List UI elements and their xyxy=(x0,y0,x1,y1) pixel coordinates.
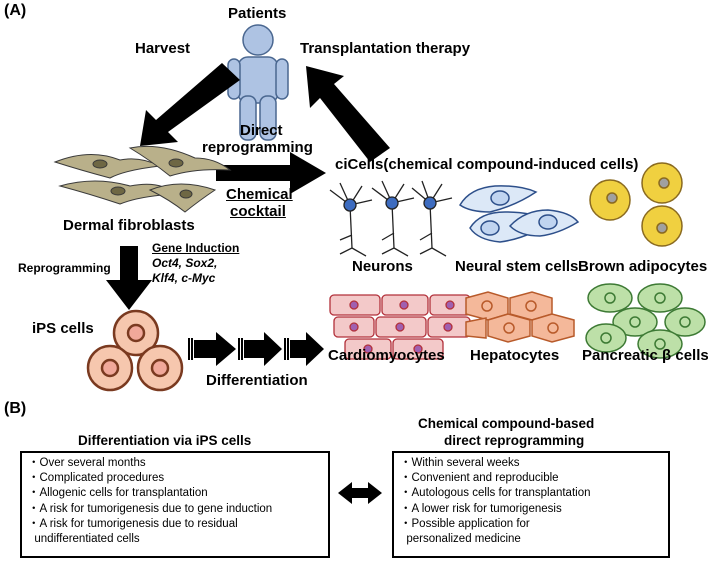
left-item: undifferentiated cells xyxy=(28,533,140,546)
direct-label-1: Direct xyxy=(240,122,283,139)
cocktail-label-2: cocktail xyxy=(230,203,286,220)
pancreatic-cells xyxy=(585,283,706,359)
dermal-label: Dermal fibroblasts xyxy=(63,217,195,234)
left-item: ・Allogenic cells for transplantation xyxy=(28,487,208,500)
neuron-cells xyxy=(329,180,453,257)
ips-cells xyxy=(86,309,184,392)
differentiation-label: Differentiation xyxy=(206,372,308,389)
right-item: ・Within several weeks xyxy=(400,457,520,469)
patient-figure xyxy=(227,24,289,141)
direct-label-2: reprogramming xyxy=(202,139,313,156)
right-item: ・Convenient and reproducible xyxy=(400,472,559,485)
panel-label-a: (A) xyxy=(4,2,27,19)
panel-label-b: (B) xyxy=(4,400,27,417)
harvest-arrow xyxy=(140,63,240,146)
transplantation-label: Transplantation therapy xyxy=(300,40,471,57)
neurons-label: Neurons xyxy=(352,258,413,275)
right-item: ・A lower risk for tumorigenesis xyxy=(400,502,562,515)
pancreatic-label: Pancreatic β cells xyxy=(582,347,708,364)
reprogramming-arrow xyxy=(106,246,152,310)
left-comparison-box: ・Over several months ・Complicated proced… xyxy=(20,451,330,558)
right-comparison-box: ・Within several weeks ・Convenient and re… xyxy=(392,451,670,558)
cardio-label: Cardiomyocytes xyxy=(328,347,445,364)
cardiomyocytes xyxy=(329,294,471,360)
patients-label: Patients xyxy=(228,5,287,22)
left-item: ・A risk for tumorigenesis due to gene in… xyxy=(28,502,273,515)
left-box-title: Differentiation via iPS cells xyxy=(78,433,252,448)
hepato-label: Hepatocytes xyxy=(470,347,560,364)
left-item: ・Complicated procedures xyxy=(28,472,165,485)
transplant-arrow xyxy=(306,66,390,162)
genes-label-2: Klf4, c-Myc xyxy=(152,271,216,285)
brown-label: Brown adipocytes xyxy=(578,258,708,275)
nsc-label: Neural stem cells xyxy=(455,258,579,275)
ips-label: iPS cells xyxy=(32,320,94,337)
brown-adipocytes xyxy=(589,162,683,247)
right-item: ・Possible application for xyxy=(400,517,530,530)
reprogramming-label: Reprogramming xyxy=(18,261,111,275)
gene-induction-label: Gene Induction xyxy=(152,241,240,255)
differentiation-arrows xyxy=(188,332,324,366)
comparison-double-arrow xyxy=(338,482,382,504)
left-item: ・Over several months xyxy=(28,457,146,469)
cocktail-label-1: Chemical xyxy=(226,186,293,203)
right-box-title-1: Chemical compound-based xyxy=(418,416,595,431)
genes-label-1: Oct4, Sox2, xyxy=(152,256,218,270)
neural-stem-cells xyxy=(459,185,580,243)
hepatocytes xyxy=(465,291,575,343)
right-item: personalized medicine xyxy=(400,533,521,546)
fibroblast-cells xyxy=(53,145,232,213)
right-box-title-2: direct reprogramming xyxy=(444,433,585,448)
right-item: ・Autologous cells for transplantation xyxy=(400,487,591,500)
harvest-label: Harvest xyxy=(135,40,191,57)
cicells-label: ciCells(chemical compound-induced cells) xyxy=(335,156,639,173)
direct-arrow xyxy=(216,152,326,194)
left-item: ・A risk for tumorigenesis due to residua… xyxy=(28,517,238,530)
